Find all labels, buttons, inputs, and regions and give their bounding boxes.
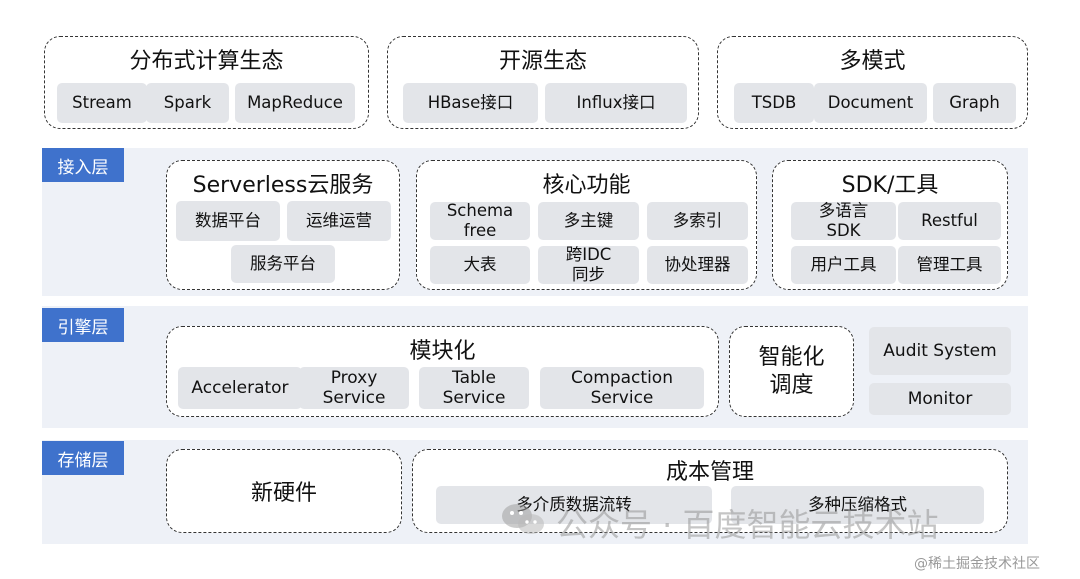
chip-ops: 运维运营 bbox=[287, 201, 391, 241]
chip-compression-formats: 多种压缩格式 bbox=[731, 486, 984, 524]
chip-admin-tools: 管理工具 bbox=[898, 246, 1001, 284]
chip-document: Document bbox=[814, 83, 927, 123]
chip-multi-pk: 多主键 bbox=[538, 202, 639, 240]
group-title: 成本管理 bbox=[665, 460, 754, 485]
access-layer-label: 接入层 bbox=[42, 148, 124, 182]
chip-multi-lang-sdk: 多语言 SDK bbox=[791, 201, 896, 240]
chip-compaction-service: Compaction Service bbox=[540, 367, 704, 409]
storage-layer-label: 存储层 bbox=[42, 441, 124, 475]
chip-audit-system: Audit System bbox=[869, 327, 1011, 375]
smart-scheduling-group: 智能化 调度 bbox=[729, 326, 854, 417]
multi-model-group: 多模式 TSDB Document Graph bbox=[717, 36, 1028, 129]
new-hardware-title: 新硬件 bbox=[250, 481, 317, 506]
engine-layer-label: 引擎层 bbox=[42, 308, 124, 342]
group-title: 模块化 bbox=[409, 339, 476, 364]
smart-scheduling-title: 智能化 调度 bbox=[758, 344, 825, 398]
new-hardware-group: 新硬件 bbox=[166, 449, 402, 533]
chip-multi-index: 多索引 bbox=[647, 202, 748, 240]
distributed-compute-group: 分布式计算生态 Stream Spark MapReduce bbox=[44, 36, 369, 129]
sdk-tools-group: SDK/工具 多语言 SDK Restful 用户工具 管理工具 bbox=[772, 160, 1008, 290]
core-function-group: 核心功能 Schema free 多主键 多索引 大表 跨IDC 同步 协处理器 bbox=[416, 160, 757, 290]
watermark-text: 公众号 · 百度智能云技术站 bbox=[556, 506, 939, 544]
chip-user-tools: 用户工具 bbox=[791, 246, 896, 284]
group-title: 开源生态 bbox=[498, 49, 587, 74]
open-source-group: 开源生态 HBase接口 Influx接口 bbox=[387, 36, 699, 129]
chip-restful: Restful bbox=[898, 202, 1001, 240]
group-title: 多模式 bbox=[839, 49, 906, 74]
chip-data-platform: 数据平台 bbox=[176, 201, 280, 241]
chip-proxy-service: Proxy Service bbox=[299, 367, 409, 409]
chip-accelerator: Accelerator bbox=[178, 367, 302, 409]
chip-tsdb: TSDB bbox=[734, 83, 814, 123]
credit-text: @稀土掘金技术社区 bbox=[914, 556, 1040, 572]
chip-table-service: Table Service bbox=[419, 367, 529, 409]
chip-monitor: Monitor bbox=[869, 383, 1011, 415]
chip-cross-idc: 跨IDC 同步 bbox=[538, 245, 639, 284]
chip-stream: Stream bbox=[57, 83, 147, 123]
modular-group: 模块化 Accelerator Proxy Service Table Serv… bbox=[166, 326, 719, 417]
group-title: 分布式计算生态 bbox=[129, 49, 284, 74]
group-title: Serverless云服务 bbox=[192, 173, 374, 198]
wechat-icon bbox=[500, 500, 546, 538]
chip-mapreduce: MapReduce bbox=[235, 83, 355, 123]
chip-spark: Spark bbox=[146, 83, 229, 123]
chip-schema-free: Schema free bbox=[430, 201, 530, 240]
chip-coprocessor: 协处理器 bbox=[647, 246, 748, 284]
chip-service-platform: 服务平台 bbox=[231, 245, 335, 283]
chip-multi-media-flow: 多介质数据流转 bbox=[436, 486, 712, 524]
serverless-group: Serverless云服务 数据平台 运维运营 服务平台 bbox=[166, 160, 400, 290]
group-title: 核心功能 bbox=[542, 173, 631, 198]
chip-big-table: 大表 bbox=[430, 246, 530, 284]
group-title: SDK/工具 bbox=[841, 173, 939, 198]
chip-graph: Graph bbox=[933, 83, 1016, 123]
chip-hbase: HBase接口 bbox=[403, 83, 538, 123]
chip-influx: Influx接口 bbox=[545, 83, 687, 123]
